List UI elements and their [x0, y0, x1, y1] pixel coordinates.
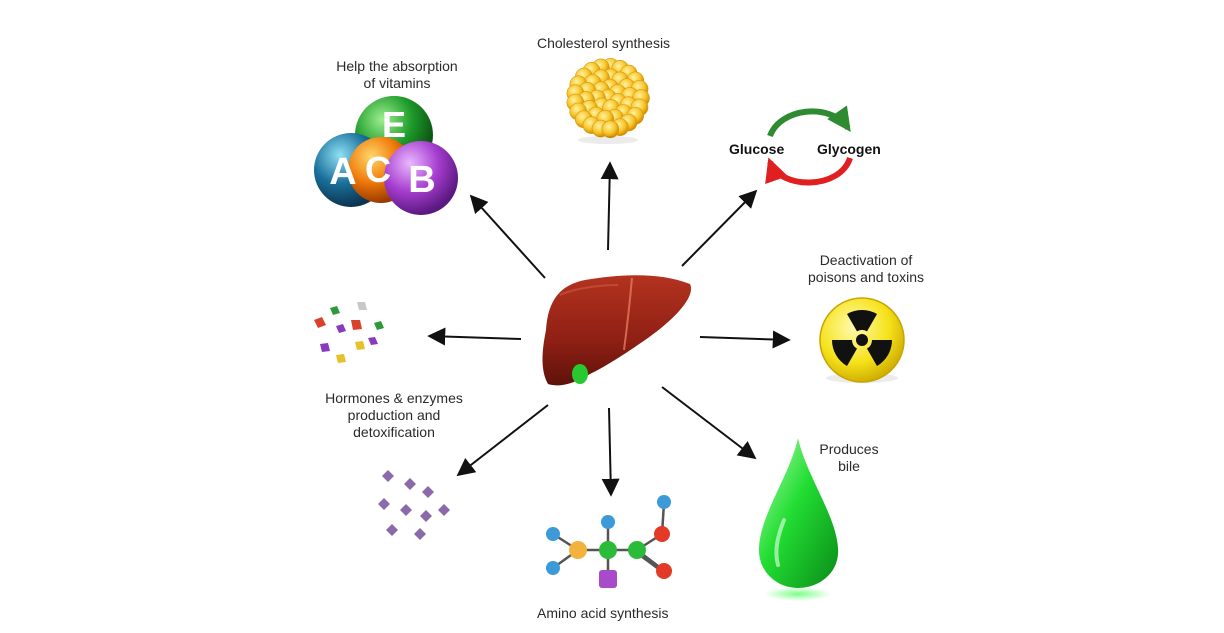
- fat-cell-cluster-icon: [566, 57, 650, 139]
- vitamins-label: Help the absorption of vitamins: [336, 58, 458, 91]
- bile-drop-icon: [758, 438, 839, 601]
- arrow-to-bile: [661, 386, 757, 460]
- radiation-blade: [867, 340, 892, 366]
- arrow-to-enzymes: [456, 404, 549, 477]
- bile-label: Produces bile: [819, 441, 879, 474]
- amino-acid-molecule-icon: [546, 495, 672, 588]
- glycogen-label: Glycogen: [817, 141, 881, 157]
- liver-icon: [542, 275, 692, 386]
- arrows: [427, 161, 791, 497]
- hormone-crystals-icon: [314, 302, 384, 363]
- radiation-hazard-icon: [819, 297, 905, 383]
- arrow-to-amino: [601, 407, 620, 497]
- amino-label: Amino acid synthesis: [537, 605, 669, 621]
- vitamin-b-letter: B: [408, 159, 435, 201]
- fat-cell: [601, 120, 620, 139]
- arrow-to-cholesterol: [600, 161, 619, 251]
- vitamin-e-letter: E: [382, 104, 406, 145]
- poisons-label: Deactivation of poisons and toxins: [808, 252, 924, 285]
- vitamin-a-letter: A: [329, 151, 356, 193]
- vitamin-spheres-icon: E A C B: [314, 96, 458, 215]
- arrow-to-vitamins: [469, 194, 546, 279]
- enzyme-crystals-icon: [378, 470, 450, 540]
- glucose-glycogen-cycle-icon: [765, 105, 853, 186]
- hormones-label: Hormones & enzymes production and detoxi…: [325, 390, 463, 440]
- arrow-to-cycle: [681, 189, 758, 267]
- radiation-blade: [832, 340, 857, 366]
- arrow-to-poisons: [699, 330, 791, 349]
- vitamin-b-sphere: [384, 141, 458, 215]
- glucose-label: Glucose: [729, 141, 785, 157]
- cholesterol-label: Cholesterol synthesis: [537, 35, 671, 51]
- radiation-blade: [847, 310, 877, 332]
- arrow-to-hormones: [427, 327, 522, 346]
- vitamin-c-letter: C: [365, 149, 391, 190]
